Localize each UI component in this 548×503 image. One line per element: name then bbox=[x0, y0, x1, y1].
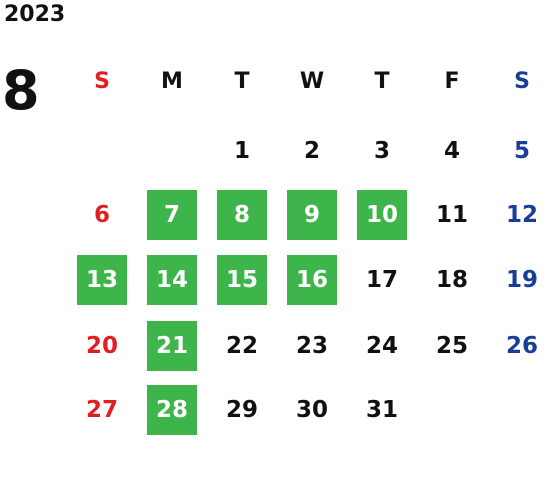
day-cell[interactable]: 31 bbox=[365, 397, 398, 423]
day-cell[interactable]: 19 bbox=[505, 267, 538, 293]
day-cell-highlighted[interactable]: 15 bbox=[217, 255, 267, 305]
day-cell-highlighted[interactable]: 10 bbox=[357, 190, 407, 240]
weekday-header-wed: W bbox=[299, 68, 325, 94]
weekday-header-tue: T bbox=[234, 68, 250, 94]
day-cell[interactable]: 24 bbox=[365, 333, 398, 359]
year-label: 2023 bbox=[4, 2, 66, 27]
day-cell[interactable]: 11 bbox=[435, 202, 468, 228]
day-cell[interactable]: 30 bbox=[295, 397, 328, 423]
weekday-header-thu: T bbox=[374, 68, 390, 94]
day-cell[interactable]: 22 bbox=[225, 333, 258, 359]
day-cell[interactable]: 17 bbox=[365, 267, 398, 293]
day-cell-highlighted[interactable]: 28 bbox=[147, 385, 197, 435]
weekday-header-fri: F bbox=[444, 68, 460, 94]
day-cell[interactable]: 12 bbox=[505, 202, 538, 228]
day-cell-highlighted[interactable]: 16 bbox=[287, 255, 337, 305]
day-cell[interactable]: 20 bbox=[85, 333, 118, 359]
weekday-header-sun: S bbox=[94, 68, 110, 94]
day-cell-highlighted[interactable]: 9 bbox=[287, 190, 337, 240]
day-cell[interactable]: 2 bbox=[303, 138, 320, 164]
day-cell[interactable]: 25 bbox=[435, 333, 468, 359]
day-cell[interactable]: 26 bbox=[505, 333, 538, 359]
day-cell-highlighted[interactable]: 14 bbox=[147, 255, 197, 305]
day-cell[interactable]: 1 bbox=[233, 138, 250, 164]
weekday-header-mon: M bbox=[161, 68, 183, 94]
day-cell[interactable]: 27 bbox=[85, 397, 118, 423]
day-cell[interactable]: 29 bbox=[225, 397, 258, 423]
day-cell[interactable]: 18 bbox=[435, 267, 468, 293]
day-cell[interactable]: 3 bbox=[373, 138, 390, 164]
weekday-header-sat: S bbox=[514, 68, 530, 94]
day-cell-highlighted[interactable]: 21 bbox=[147, 321, 197, 371]
month-number: 8 bbox=[2, 59, 40, 122]
day-cell[interactable]: 6 bbox=[93, 202, 110, 228]
day-cell-highlighted[interactable]: 7 bbox=[147, 190, 197, 240]
day-cell[interactable]: 23 bbox=[295, 333, 328, 359]
day-cell[interactable]: 4 bbox=[443, 138, 460, 164]
day-cell-highlighted[interactable]: 8 bbox=[217, 190, 267, 240]
day-cell-highlighted[interactable]: 13 bbox=[77, 255, 127, 305]
day-cell[interactable]: 5 bbox=[513, 138, 530, 164]
